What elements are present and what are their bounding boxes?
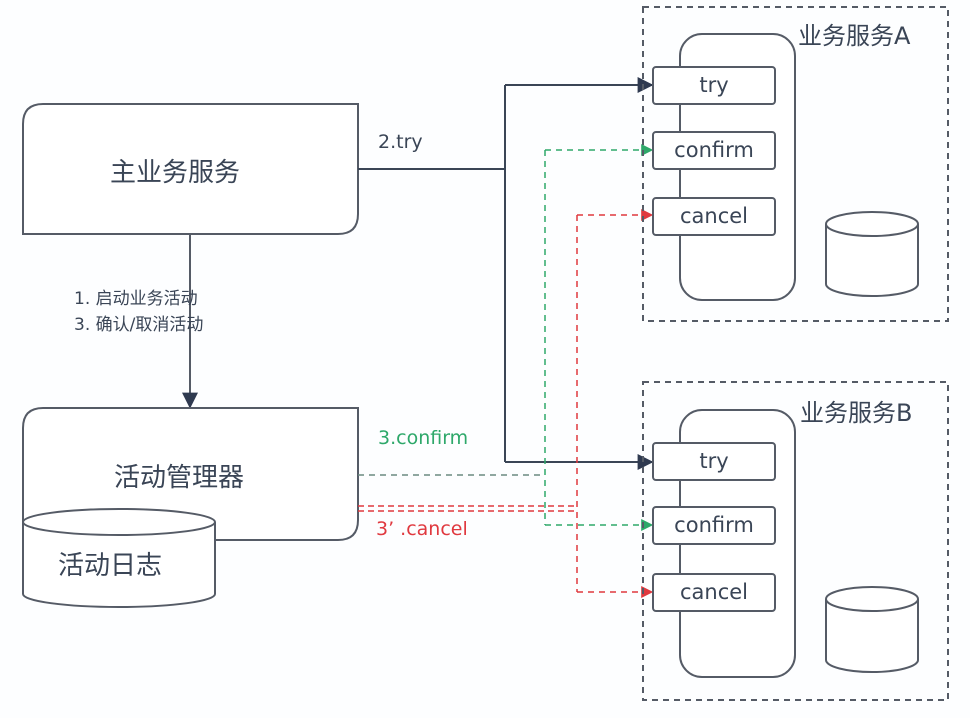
service-a-confirm-label[interactable]: confirm <box>674 138 754 162</box>
service-b-database-icon <box>825 586 919 673</box>
activity-manager-label: 活动管理器 <box>114 463 245 493</box>
service-a-cancel-box[interactable] <box>652 197 776 236</box>
try-connector <box>358 77 654 470</box>
service-a-group <box>642 6 949 322</box>
service-a-try-label[interactable]: try <box>699 73 729 97</box>
service-b-cancel-label[interactable]: cancel <box>679 580 749 604</box>
service-a-try-box[interactable] <box>652 66 776 105</box>
main-service-box <box>22 103 359 235</box>
service-b-title: 业务服务B <box>800 399 913 427</box>
service-b-boundary <box>642 381 949 701</box>
step-1-label: 1. 启动业务活动 <box>74 289 198 309</box>
service-b-cancel-box[interactable] <box>652 573 776 612</box>
try-edge-label: 2.try <box>378 131 423 153</box>
cancel-edge-label: 3’ .cancel <box>376 518 468 540</box>
service-a-title: 业务服务A <box>798 22 911 50</box>
main-service-label: 主业务服务 <box>110 158 241 188</box>
activity-log-label: 活动日志 <box>58 551 163 581</box>
activity-manager-box <box>22 407 359 541</box>
activity-log-cylinder <box>22 508 216 608</box>
service-b-group <box>642 381 949 701</box>
confirm-connector <box>358 144 654 531</box>
confirm-edge-label: 3.confirm <box>378 427 469 449</box>
service-a-cancel-label[interactable]: cancel <box>679 204 749 228</box>
service-b-confirm-label[interactable]: confirm <box>674 513 754 537</box>
service-a-boundary <box>642 6 949 322</box>
cancel-connector <box>358 209 654 598</box>
service-a-database-icon <box>825 211 919 297</box>
service-a-confirm-box[interactable] <box>652 131 776 170</box>
service-b-confirm-box[interactable] <box>652 506 776 545</box>
service-b-try-box[interactable] <box>652 442 776 481</box>
step-3-label: 3. 确认/取消活动 <box>74 315 204 335</box>
service-b-try-label[interactable]: try <box>699 449 729 473</box>
